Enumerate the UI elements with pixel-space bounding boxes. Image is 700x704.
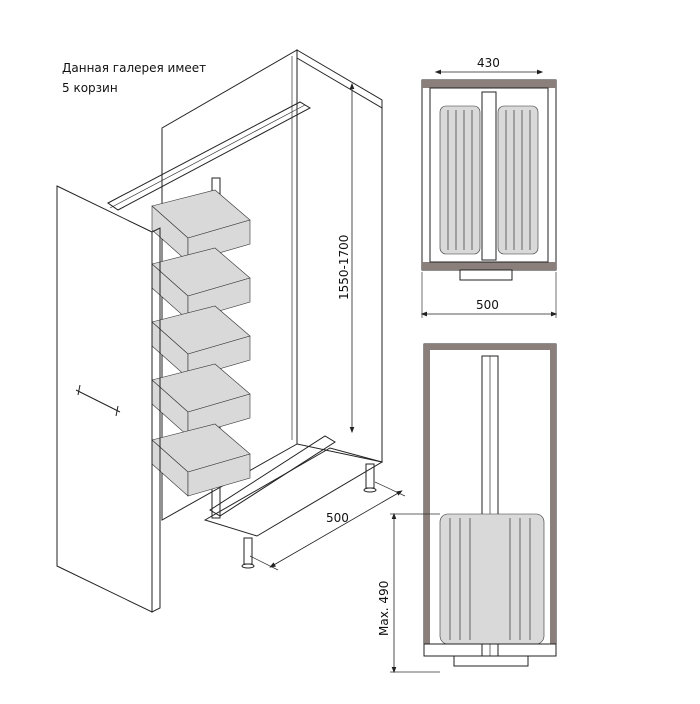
top-view-base (459, 269, 513, 281)
top-view-basket-right (497, 105, 539, 255)
isometric-cabinet: 1550-1700 500 (56, 49, 406, 613)
depth-ext-line-1 (374, 481, 406, 497)
top-view: 430 500 (420, 56, 558, 318)
basket-1 (151, 189, 251, 263)
side-view: Max. 490 (377, 343, 557, 674)
top-view-top-edge (422, 80, 556, 88)
caption-line-1: Данная галерея имеет (62, 61, 207, 75)
cabinet-foot-front (243, 537, 253, 565)
top-depth-dimension-label: 500 (476, 298, 499, 312)
cabinet-top-edge (296, 57, 383, 109)
cabinet-foot-front-base (241, 563, 255, 569)
caption-line-2: 5 корзин (62, 81, 118, 95)
basket-3 (151, 305, 251, 379)
top-view-bottom-edge (422, 262, 556, 270)
height-dimension-label: 1550-1700 (337, 235, 351, 300)
depth-ext-line-2 (249, 555, 279, 571)
cabinet-foot-right-base (363, 487, 377, 493)
side-view-basket (439, 513, 545, 645)
top-width-dimension-label: 430 (477, 56, 500, 70)
basket-2 (151, 247, 251, 321)
side-view-foot (453, 655, 529, 667)
front-door-panel (56, 185, 153, 613)
basket-4 (151, 363, 251, 437)
max-height-dimension-label: Max. 490 (377, 581, 391, 636)
door-handle (75, 384, 121, 417)
depth-dimension-label: 500 (326, 511, 349, 525)
basket-5 (151, 423, 251, 497)
top-rail (107, 101, 312, 211)
top-rail-inner (109, 104, 306, 209)
caption: Данная галерея имеет 5 корзин (62, 58, 206, 98)
depth-dimension-line (269, 490, 403, 568)
top-view-column (481, 91, 497, 261)
front-door-edge (151, 227, 161, 613)
bottom-rail (209, 435, 336, 517)
top-view-basket-left (439, 105, 481, 255)
